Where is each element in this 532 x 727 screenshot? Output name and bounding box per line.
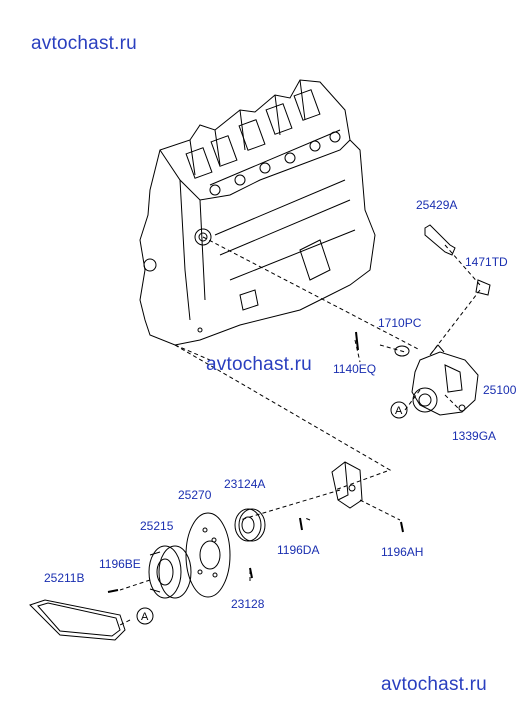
nut	[458, 404, 466, 412]
label-bolt-small: 23128	[231, 597, 265, 611]
hose	[424, 224, 491, 296]
watermark-top: avtochast.ru	[31, 33, 137, 54]
label-water-pump: 25100	[483, 383, 517, 397]
belt	[29, 599, 126, 641]
bracket	[331, 461, 363, 509]
clamp	[475, 279, 491, 296]
callout-a-upper	[390, 401, 408, 419]
water-pump	[411, 344, 479, 416]
gasket	[394, 345, 410, 357]
label-gasket: 1710PC	[378, 316, 422, 330]
crank-pulley	[148, 545, 192, 599]
label-bolt-bracket: 1196AH	[381, 545, 424, 559]
pump-pulley	[234, 508, 266, 542]
label-bolt-tensioner: 1196BE	[99, 557, 141, 571]
label-nut-pump: 1339GA	[452, 429, 497, 443]
label-hose: 25429A	[416, 198, 458, 212]
callout-a-lower-text: A	[141, 611, 149, 623]
fan-pulley	[185, 512, 231, 598]
watermark-bottom: avtochast.ru	[381, 674, 487, 695]
label-bolt-pump: 1140EQ	[333, 362, 377, 376]
engine-block	[139, 79, 376, 346]
callout-a-upper-text: A	[395, 405, 403, 417]
label-fan-pulley: 25270	[178, 488, 212, 502]
label-crank-pulley: 25215	[140, 519, 174, 533]
label-bolt-pulley: 1196DA	[277, 543, 320, 557]
label-clamp: 1471TD	[465, 255, 508, 269]
callout-a-lower	[136, 607, 154, 625]
leader-lines	[119, 236, 481, 626]
label-belt: 25211B	[44, 571, 85, 585]
watermark-middle: avtochast.ru	[206, 354, 312, 375]
label-pump-pulley: 23124A	[224, 477, 266, 491]
